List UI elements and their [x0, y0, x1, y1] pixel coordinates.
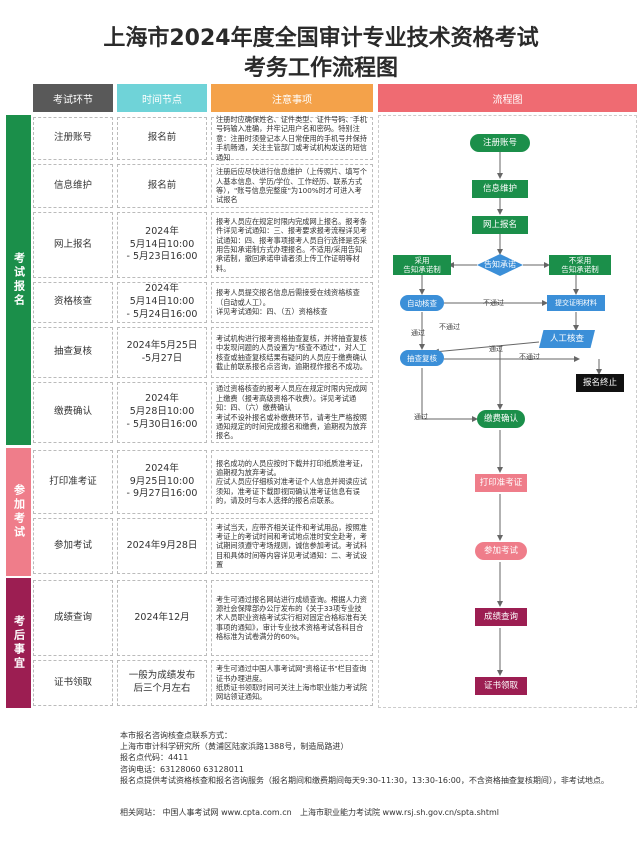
- time-cell: 报名前: [117, 117, 207, 160]
- table-row: 证书领取 一般为成绩发布 后三个月左右 考生可通过中国人事考试网"资格证书"栏目…: [33, 658, 373, 708]
- step-cell: 证书领取: [33, 660, 113, 706]
- header-note: 注意事项: [211, 84, 373, 112]
- table-row: 成绩查询 2024年12月 考生可通过报名网站进行成绩查询。根据人力资源社会保障…: [33, 578, 373, 658]
- flow-spot-check: 抽查复核: [400, 350, 444, 366]
- flow-online: 网上报名: [472, 216, 528, 234]
- step-cell: 参加考试: [33, 518, 113, 574]
- table-row: 注册账号 报名前 注册时应确保姓名、证件类型、证件号码、手机号码输入准确，并牢记…: [33, 115, 373, 162]
- table-row: 网上报名 2024年 5月14日10:00 - 5月23日16:00 报考人员应…: [33, 210, 373, 280]
- flow-submit: 提交证明材料: [547, 295, 605, 311]
- flow-terminate: 报名终止: [576, 374, 624, 392]
- time-cell: 2024年9月28日: [117, 518, 207, 574]
- flowchart: 注册账号 信息维护 网上报名 告知承诺 采用 告知承诺制 不采用 告知承诺制 自…: [378, 115, 637, 708]
- flow-score: 成绩查询: [475, 608, 527, 626]
- step-cell: 网上报名: [33, 212, 113, 278]
- time-cell: 2024年 5月28日10:00 - 5月30日16:00: [117, 382, 207, 443]
- label-pass-3: 通过: [414, 413, 428, 421]
- note-cell: 注册时应确保姓名、证件类型、证件号码、手机号码输入准确，并牢记用户名和密码。特别…: [211, 115, 373, 162]
- section-registration: 考试报名: [6, 115, 31, 445]
- flow-connectors: [419, 152, 602, 676]
- footer-line: 报名点提供考试资格核查和报名咨询服务（报名期间和缴费期间每天9:30-11:30…: [120, 775, 609, 785]
- footer: 本市报名咨询核查点联系方式： 上海市审计科学研究所（黄浦区陆家浜路1388号，制…: [120, 730, 620, 786]
- time-cell: 报名前: [117, 164, 207, 208]
- step-cell: 抽查复核: [33, 327, 113, 378]
- step-cell: 资格核查: [33, 282, 113, 323]
- header-flow: 流程图: [378, 84, 637, 112]
- flow-register: 注册账号: [470, 134, 530, 152]
- site-link-spta[interactable]: 上海市职业能力考试院 www.rsj.sh.gov.cn/spta.shtml: [300, 808, 499, 817]
- table-row: 抽查复核 2024年5月25日 -5月27日 考试机构进行报考资格抽查复核，并将…: [33, 325, 373, 380]
- flow-cert: 证书领取: [475, 677, 527, 695]
- label-fail-1: 不通过: [483, 299, 504, 307]
- time-cell: 2024年5月25日 -5月27日: [117, 327, 207, 378]
- flow-auto-check: 自动核查: [400, 295, 444, 311]
- note-cell: 考试当天，应带齐相关证件和考试用品，按照准考证上的考试时间和考试地点准时安全赴考…: [211, 518, 373, 574]
- time-cell: 一般为成绩发布 后三个月左右: [117, 660, 207, 706]
- note-cell: 报考人员提交报名信息后需接受在线资格核查（自动或人工）。 详见考试通知：四、（五…: [211, 282, 373, 323]
- note-cell: 注册后应尽快进行信息维护（上传照片、填写个人基本信息、学历/学位、工作经历、联系…: [211, 164, 373, 208]
- site-link-cpta[interactable]: 相关网站： 中国人事考试网 www.cpta.com.cn: [120, 808, 292, 817]
- note-cell: 考试机构进行报考资格抽查复核，并将抽查复核中发现问题的人员设置为"核查不通过"，…: [211, 327, 373, 378]
- note-cell: 考生可通过报名网站进行成绩查询。根据人力资源社会保障部办公厅发布的《关于33项专…: [211, 580, 373, 656]
- flow-not-adopt: 不采用 告知承诺制: [549, 255, 611, 275]
- flow-promise: 告知承诺: [484, 260, 516, 270]
- table-row: 参加考试 2024年9月28日 考试当天，应带齐相关证件和考试用品，按照准考证上…: [33, 516, 373, 576]
- label-fail-3: 不通过: [519, 353, 540, 361]
- flow-exam: 参加考试: [475, 542, 527, 560]
- footer-line: 咨询电话：63128060 63128011: [120, 764, 244, 774]
- note-cell: 考生可通过中国人事考试网"资格证书"栏目查询证书办理进度。 纸质证书领取时间可关…: [211, 660, 373, 706]
- label-pass-2: 通过: [489, 345, 503, 353]
- section-exam: 参加考试: [6, 448, 31, 576]
- step-cell: 打印准考证: [33, 450, 113, 514]
- note-cell: 报名成功的人员应按时下载并打印纸质准考证，逾期视为放弃考试。 应试人员应仔细核对…: [211, 450, 373, 514]
- label-pass-1: 通过: [411, 329, 425, 337]
- step-cell: 成绩查询: [33, 580, 113, 656]
- time-cell: 2024年 5月14日10:00 - 5月23日16:00: [117, 212, 207, 278]
- flow-print: 打印准考证: [475, 474, 527, 492]
- note-cell: 报考人员应在规定时限内完成网上报名。报考条件详见考试通知：三、报考要求报考流程详…: [211, 212, 373, 278]
- footer-line: 报名点代码：4411: [120, 753, 189, 763]
- footer-line: 本市报名咨询核查点联系方式：: [120, 731, 232, 740]
- table-row: 缴费确认 2024年 5月28日10:00 - 5月30日16:00 通过资格核…: [33, 380, 373, 445]
- label-fail-2: 不通过: [439, 323, 460, 331]
- page-title: 上海市2024年度全国审计专业技术资格考试: [103, 26, 539, 51]
- table-row: 信息维护 报名前 注册后应尽快进行信息维护（上传照片、填写个人基本信息、学历/学…: [33, 162, 373, 210]
- header-time: 时间节点: [117, 84, 207, 112]
- flow-adopt: 采用 告知承诺制: [393, 255, 451, 275]
- step-cell: 注册账号: [33, 117, 113, 160]
- step-cell: 信息维护: [33, 164, 113, 208]
- step-cell: 缴费确认: [33, 382, 113, 443]
- time-cell: 2024年 9月25日10:00 - 9月27日16:00: [117, 450, 207, 514]
- header-step: 考试环节: [33, 84, 113, 112]
- flow-info: 信息维护: [472, 180, 528, 198]
- flow-manual-check: 人工核查: [539, 330, 595, 348]
- table-row: 资格核查 2024年 5月14日10:00 - 5月24日16:00 报考人员提…: [33, 280, 373, 325]
- time-cell: 2024年12月: [117, 580, 207, 656]
- table-row: 打印准考证 2024年 9月25日10:00 - 9月27日16:00 报名成功…: [33, 448, 373, 516]
- section-after: 考后事宜: [6, 578, 31, 708]
- promise-diamond: [477, 254, 523, 276]
- footer-line: 上海市审计科学研究所（黄浦区陆家浜路1388号，制造局路进）: [120, 742, 349, 752]
- page-subtitle: 考务工作流程图: [243, 56, 398, 81]
- note-cell: 通过资格核查的报考人员应在规定时限内完成网上缴费（报考高级资格不收费）。详见考试…: [211, 382, 373, 443]
- time-cell: 2024年 5月14日10:00 - 5月24日16:00: [117, 282, 207, 323]
- flow-pay: 缴费确认: [477, 410, 525, 428]
